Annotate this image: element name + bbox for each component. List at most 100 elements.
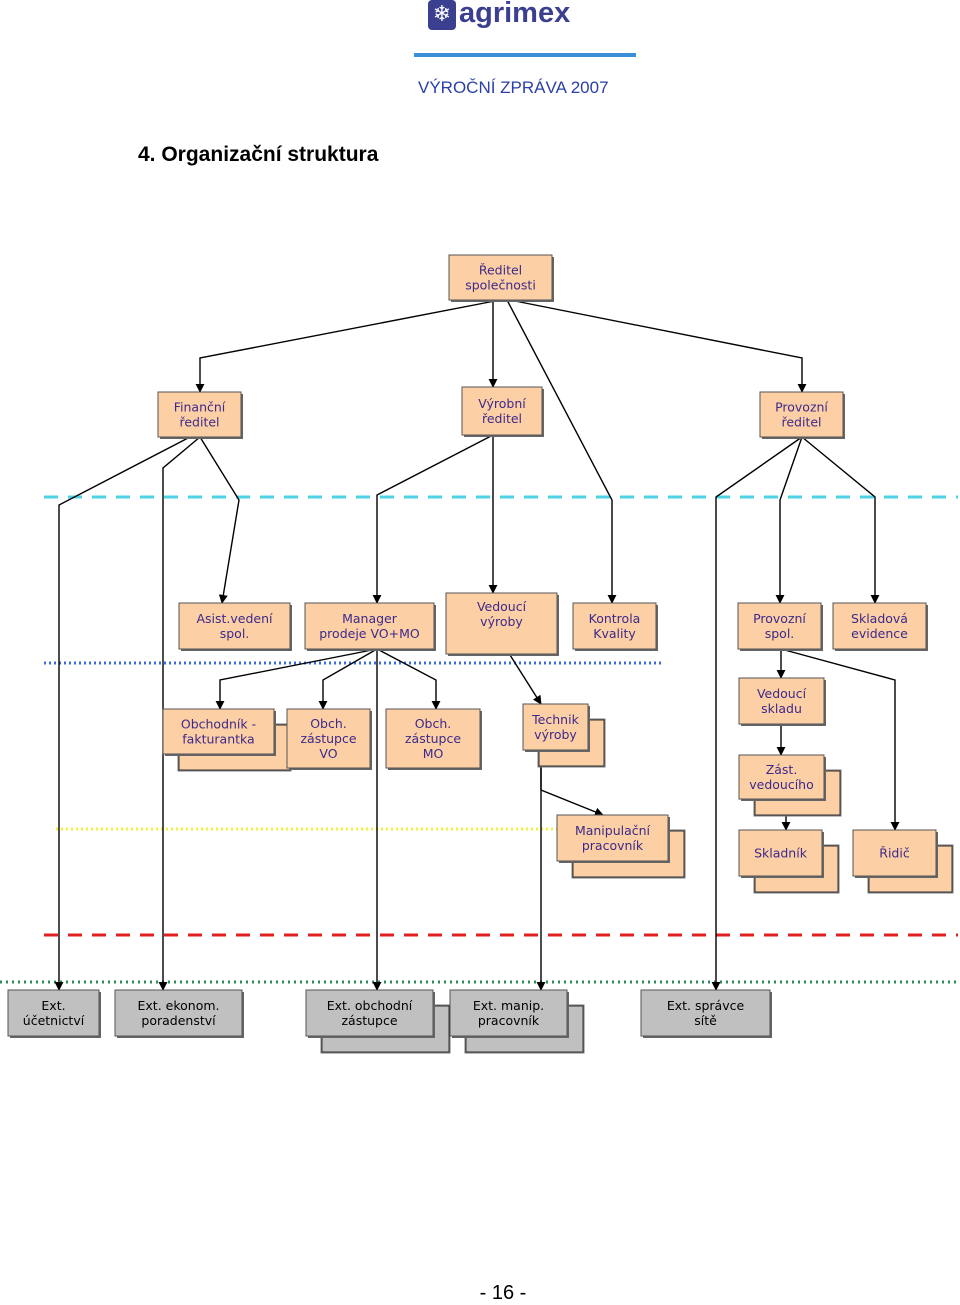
node-box bbox=[448, 254, 553, 301]
node-label-line: Manipulační bbox=[575, 823, 651, 838]
node-box bbox=[556, 814, 669, 862]
node-zast-vedouciho: Zást.vedoucího bbox=[738, 754, 842, 817]
node-box bbox=[738, 754, 825, 800]
node-box bbox=[640, 989, 771, 1037]
node-label-line: Ext. ekonom. bbox=[138, 998, 220, 1013]
node-label-line: Výrobní bbox=[478, 396, 526, 411]
node-label-line: ředitel bbox=[179, 415, 219, 430]
node-label-line: Ext. správce bbox=[667, 998, 745, 1013]
node-label-line: zástupce bbox=[405, 731, 461, 746]
company-logo: ❄ bbox=[428, 0, 588, 34]
node-label-line: VO bbox=[319, 746, 337, 761]
report-title: VÝROČNÍ ZPRÁVA 2007 bbox=[418, 78, 609, 97]
node-label-line: zástupce bbox=[300, 731, 356, 746]
node-label-line: Zást. bbox=[766, 762, 798, 777]
node-box bbox=[305, 989, 434, 1037]
node-label-line: ředitel bbox=[482, 411, 522, 426]
node-label-line: Provozní bbox=[775, 400, 828, 415]
node-box bbox=[737, 602, 822, 650]
node-box bbox=[114, 989, 243, 1037]
node-label-line: Finanční bbox=[174, 400, 226, 415]
node-label-line: Skladník bbox=[754, 846, 808, 861]
node-box bbox=[832, 602, 927, 650]
node-label-line: evidence bbox=[851, 626, 908, 641]
node-label-line: Kvality bbox=[593, 626, 636, 641]
node-box bbox=[162, 708, 275, 755]
node-ext-ucetnictvi: Ext.účetnictví bbox=[7, 989, 101, 1038]
node-skladnik: Skladník bbox=[738, 829, 840, 894]
node-label-line: sítě bbox=[694, 1013, 717, 1028]
link-provozni-spravce bbox=[711, 436, 803, 991]
node-label-line: Technik bbox=[531, 712, 579, 727]
link-reditel-provozni bbox=[509, 299, 807, 393]
node-box bbox=[738, 829, 823, 877]
node-box bbox=[461, 386, 543, 436]
node-label-line: Řidič bbox=[879, 846, 910, 861]
section-title: 4. Organizační struktura bbox=[138, 143, 379, 166]
node-label-line: Obch. bbox=[310, 716, 347, 731]
node-label-line: Ext. manip. bbox=[473, 998, 544, 1013]
node-ridic: Řidič bbox=[852, 829, 954, 894]
node-box bbox=[738, 677, 825, 725]
link-manager-mo bbox=[376, 648, 441, 710]
node-box bbox=[178, 602, 291, 650]
link-provozni-skladova bbox=[801, 436, 880, 604]
node-box bbox=[759, 391, 844, 438]
node-label-line: Obchodník - bbox=[181, 717, 256, 732]
node-label-line: skladu bbox=[761, 701, 802, 716]
node-label-line: Ext. bbox=[41, 998, 65, 1013]
link-financni-ucetnictvi bbox=[54, 436, 191, 991]
node-label-line: MO bbox=[423, 746, 444, 761]
node-label-line: zástupce bbox=[341, 1013, 397, 1028]
page-number: - 16 - bbox=[479, 1282, 527, 1304]
node-label-line: spol. bbox=[220, 626, 250, 641]
node-label-line: Manager bbox=[342, 611, 398, 626]
header-divider bbox=[414, 53, 636, 57]
logo-text: agrimex bbox=[459, 0, 571, 29]
node-label-line: vedoucího bbox=[749, 777, 814, 792]
node-label-line: spol. bbox=[765, 626, 795, 641]
link-manager-obchodnik bbox=[215, 648, 378, 710]
node-obchodnik: Obchodník -fakturantka bbox=[162, 708, 292, 772]
node-box bbox=[522, 703, 589, 751]
node-box bbox=[572, 602, 657, 650]
node-label-line: pracovník bbox=[478, 1013, 540, 1028]
node-label-line: poradenství bbox=[141, 1013, 216, 1028]
node-box bbox=[449, 989, 568, 1037]
snowflake-icon: ❄ bbox=[428, 0, 456, 30]
node-box bbox=[385, 708, 481, 769]
node-label-line: ředitel bbox=[781, 415, 821, 430]
link-manager-vo bbox=[318, 648, 378, 710]
link-provozni-spol bbox=[775, 436, 803, 604]
node-label-line: Obch. bbox=[415, 716, 452, 731]
link-vyrobni-manager bbox=[372, 434, 494, 604]
node-label-line: Vedoucí bbox=[477, 599, 527, 614]
node-ext-ekonom: Ext. ekonom.poradenství bbox=[114, 989, 244, 1038]
link-financni-ekonom bbox=[158, 436, 201, 991]
node-box bbox=[445, 592, 558, 655]
node-label-line: prodeje VO+MO bbox=[319, 626, 420, 641]
node-box bbox=[852, 829, 937, 877]
link-reditel-kontrola bbox=[506, 299, 617, 604]
node-label-line: fakturantka bbox=[182, 732, 254, 747]
node-box bbox=[157, 391, 242, 438]
link-financni-asist bbox=[199, 436, 240, 604]
node-label-line: Kontrola bbox=[589, 611, 641, 626]
link-vedouci-technik bbox=[509, 654, 542, 705]
node-box bbox=[286, 708, 371, 769]
node-box bbox=[7, 989, 100, 1037]
node-label-line: Asist.vedení bbox=[196, 611, 273, 626]
